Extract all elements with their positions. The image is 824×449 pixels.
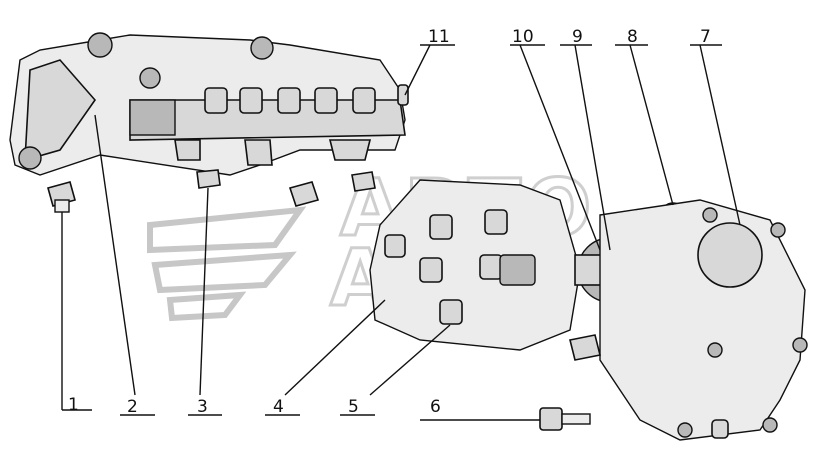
bracket-rail-part [9, 32, 409, 176]
fuel-pump-part [369, 179, 581, 351]
leader-lines [61, 44, 741, 421]
bolt-part-pump [569, 334, 601, 361]
callout-7: 7 [700, 27, 711, 47]
bolt-part-3b [288, 181, 320, 207]
bolt-part-3 [196, 169, 221, 189]
callout-10: 10 [512, 27, 534, 47]
callout-2: 2 [127, 397, 138, 417]
callout-6: 6 [430, 397, 441, 417]
bolt-part-1 [47, 181, 76, 213]
callout-5: 5 [348, 397, 359, 417]
long-bolt-part-6 [539, 407, 591, 431]
bolt-part-3c [351, 171, 376, 192]
callout-1: 1 [68, 395, 79, 415]
cover-plate-part [599, 199, 808, 441]
callout-8: 8 [627, 27, 638, 47]
callout-3: 3 [197, 397, 208, 417]
callout-11: 11 [428, 27, 450, 47]
callout-4: 4 [273, 397, 284, 417]
callout-9: 9 [572, 27, 583, 47]
dowel-part [711, 419, 729, 439]
